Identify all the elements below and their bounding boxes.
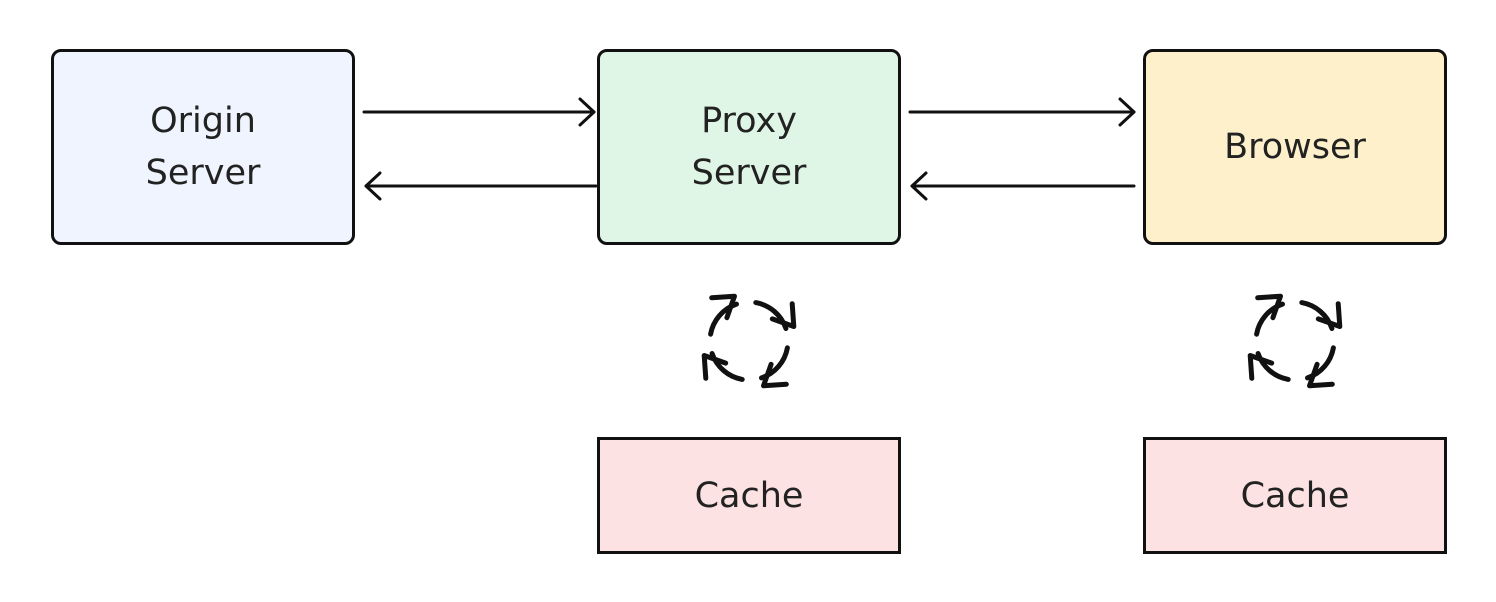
browser-cache-node[interactable]: Cache bbox=[1143, 437, 1447, 554]
proxy-cache-node[interactable]: Cache bbox=[597, 437, 901, 554]
origin-server-label: Origin Server bbox=[145, 101, 261, 193]
sync-cycle-icon bbox=[701, 293, 797, 389]
proxy-cache-label: Cache bbox=[694, 475, 804, 516]
arrow-origin-to-proxy bbox=[362, 97, 596, 127]
arrow-proxy-to-origin bbox=[364, 171, 598, 201]
browser-label: Browser bbox=[1224, 127, 1366, 167]
sync-cycle-icon bbox=[1247, 293, 1343, 389]
arrow-browser-to-proxy bbox=[910, 171, 1136, 201]
origin-server-node[interactable]: Origin Server bbox=[51, 49, 355, 245]
proxy-server-node[interactable]: Proxy Server bbox=[597, 49, 901, 245]
arrow-proxy-to-browser bbox=[908, 97, 1136, 127]
browser-cache-label: Cache bbox=[1240, 475, 1350, 516]
proxy-server-label: Proxy Server bbox=[691, 101, 807, 193]
browser-node[interactable]: Browser bbox=[1143, 49, 1447, 245]
